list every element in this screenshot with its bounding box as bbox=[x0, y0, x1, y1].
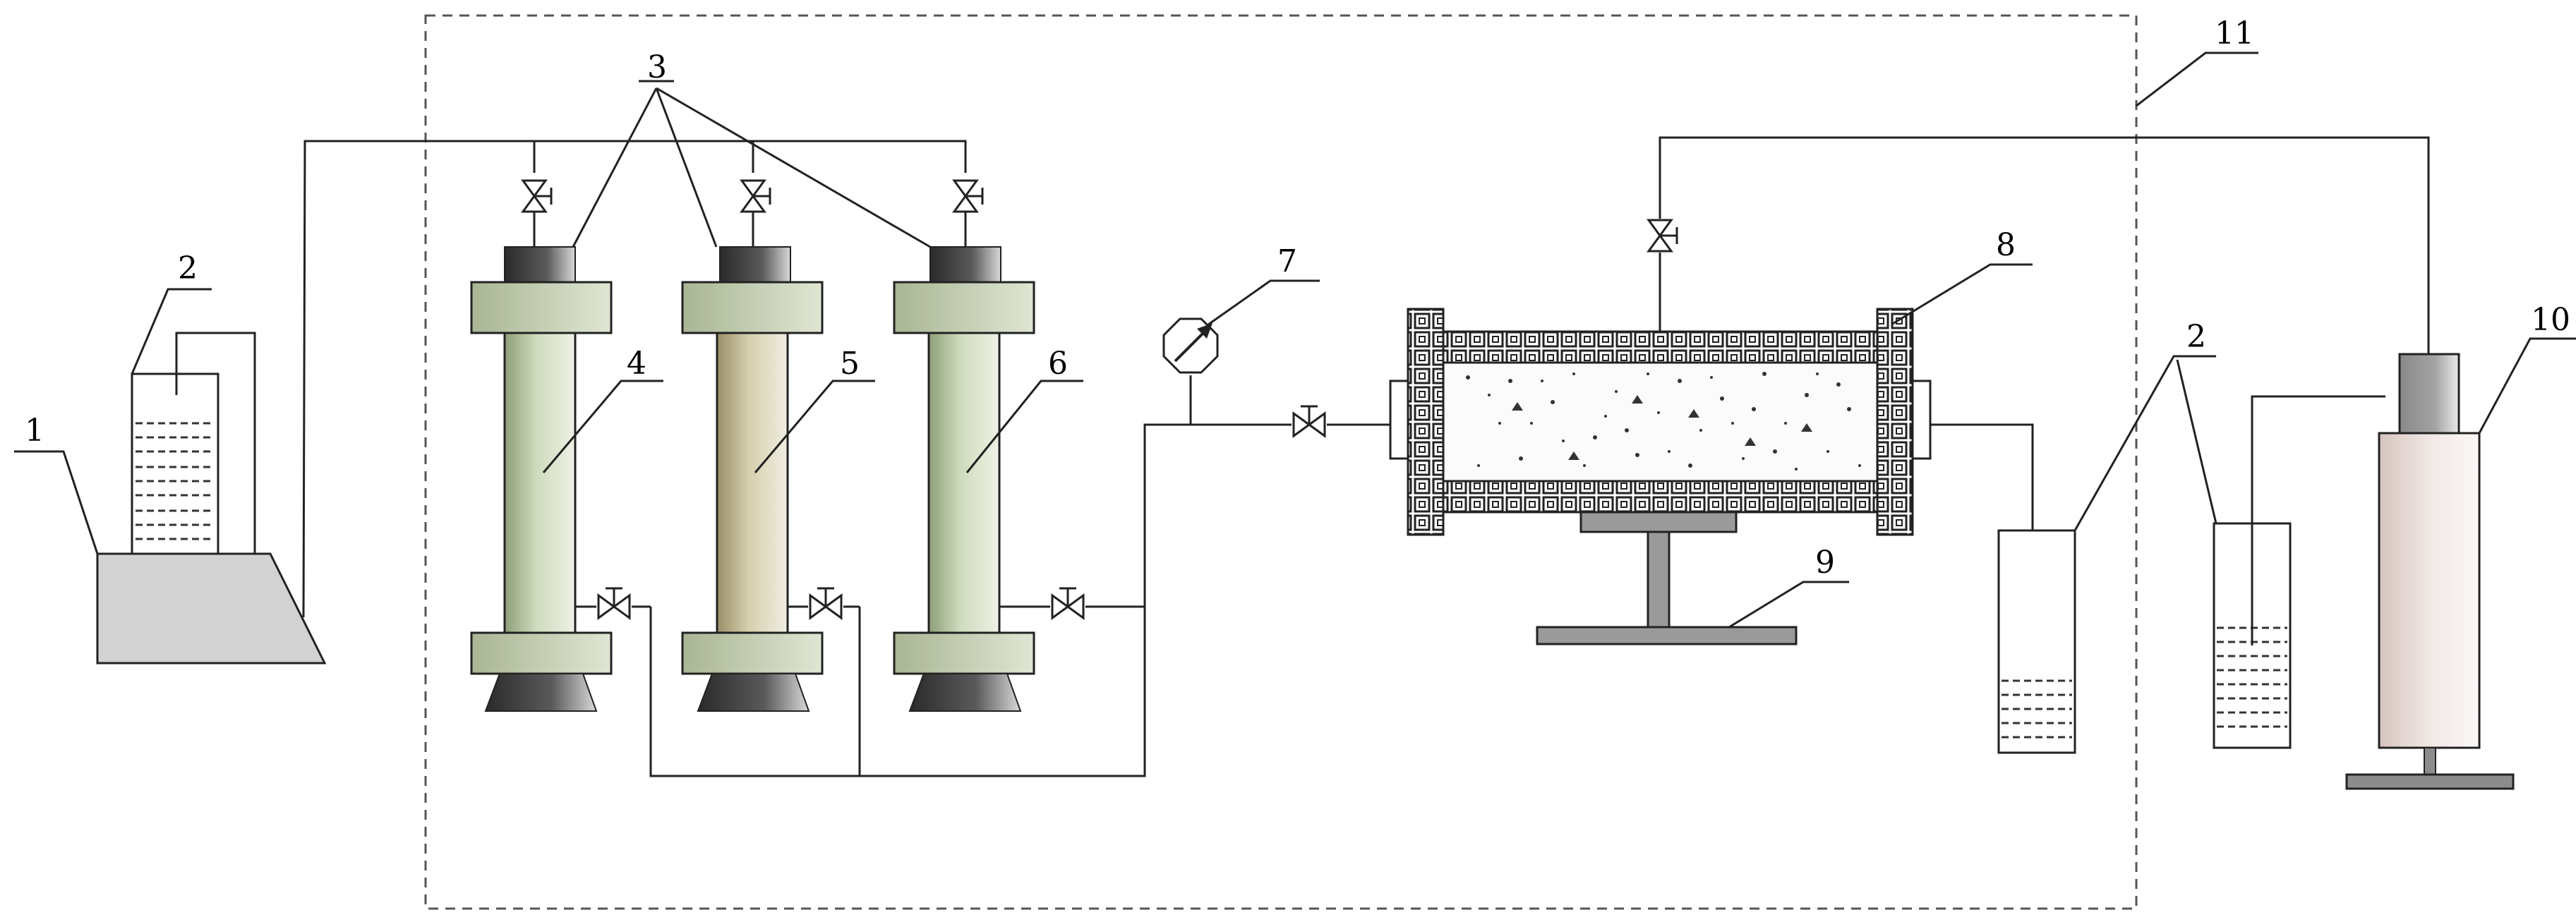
gas-collector bbox=[2345, 353, 2515, 790]
leader-5 bbox=[754, 380, 875, 473]
label-5: 5 bbox=[840, 346, 860, 382]
leader-3a bbox=[572, 87, 658, 248]
holder-top-valve[interactable] bbox=[1647, 219, 1678, 253]
holder-stand bbox=[1536, 511, 1798, 645]
beaker-right-2 bbox=[2213, 395, 2385, 749]
leader-7 bbox=[1208, 279, 1320, 326]
inlet-valve[interactable] bbox=[1292, 405, 1326, 437]
leader-2-right-b bbox=[2176, 359, 2217, 524]
column-6 bbox=[893, 179, 1035, 712]
leader-1 bbox=[14, 450, 99, 554]
leader-10 bbox=[2478, 337, 2576, 434]
outlet-manifold bbox=[575, 423, 1390, 777]
pressure-gauge bbox=[1162, 317, 1219, 425]
leader-3b bbox=[655, 87, 718, 248]
beaker-left bbox=[131, 332, 256, 555]
label-8: 8 bbox=[1996, 227, 2016, 263]
label-7: 7 bbox=[1277, 243, 1297, 279]
label-2-left: 2 bbox=[178, 250, 198, 286]
leader-2-right bbox=[2074, 355, 2216, 531]
label-4: 4 bbox=[627, 346, 646, 382]
pump-reservoir bbox=[96, 552, 327, 665]
leader-6 bbox=[965, 380, 1083, 473]
outlet-valve-4[interactable] bbox=[597, 587, 631, 619]
supply-pipe bbox=[302, 140, 967, 618]
outlet-valve-6[interactable] bbox=[1051, 587, 1085, 619]
leader-11 bbox=[2136, 51, 2258, 107]
column-5 bbox=[681, 141, 824, 712]
label-2-right: 2 bbox=[2186, 319, 2206, 355]
leader-3c bbox=[656, 87, 931, 248]
core-holder bbox=[1389, 308, 1932, 536]
label-3: 3 bbox=[647, 49, 667, 85]
outlet-valve-5[interactable] bbox=[809, 587, 843, 619]
leader-2-left bbox=[131, 288, 212, 375]
leader-9 bbox=[1728, 581, 1849, 629]
label-9: 9 bbox=[1815, 545, 1835, 581]
label-1: 1 bbox=[25, 413, 44, 449]
column-4 bbox=[470, 141, 613, 712]
gas-outlet-line bbox=[1659, 136, 2430, 354]
label-6: 6 bbox=[1048, 346, 1068, 382]
beaker-right-1 bbox=[1997, 529, 2076, 754]
label-11: 11 bbox=[2215, 16, 2254, 51]
leader-4 bbox=[542, 380, 663, 473]
system-boundary-box bbox=[424, 14, 2138, 910]
effluent-line bbox=[1930, 423, 2034, 564]
leader-8 bbox=[1891, 263, 2033, 326]
label-10: 10 bbox=[2531, 302, 2570, 338]
